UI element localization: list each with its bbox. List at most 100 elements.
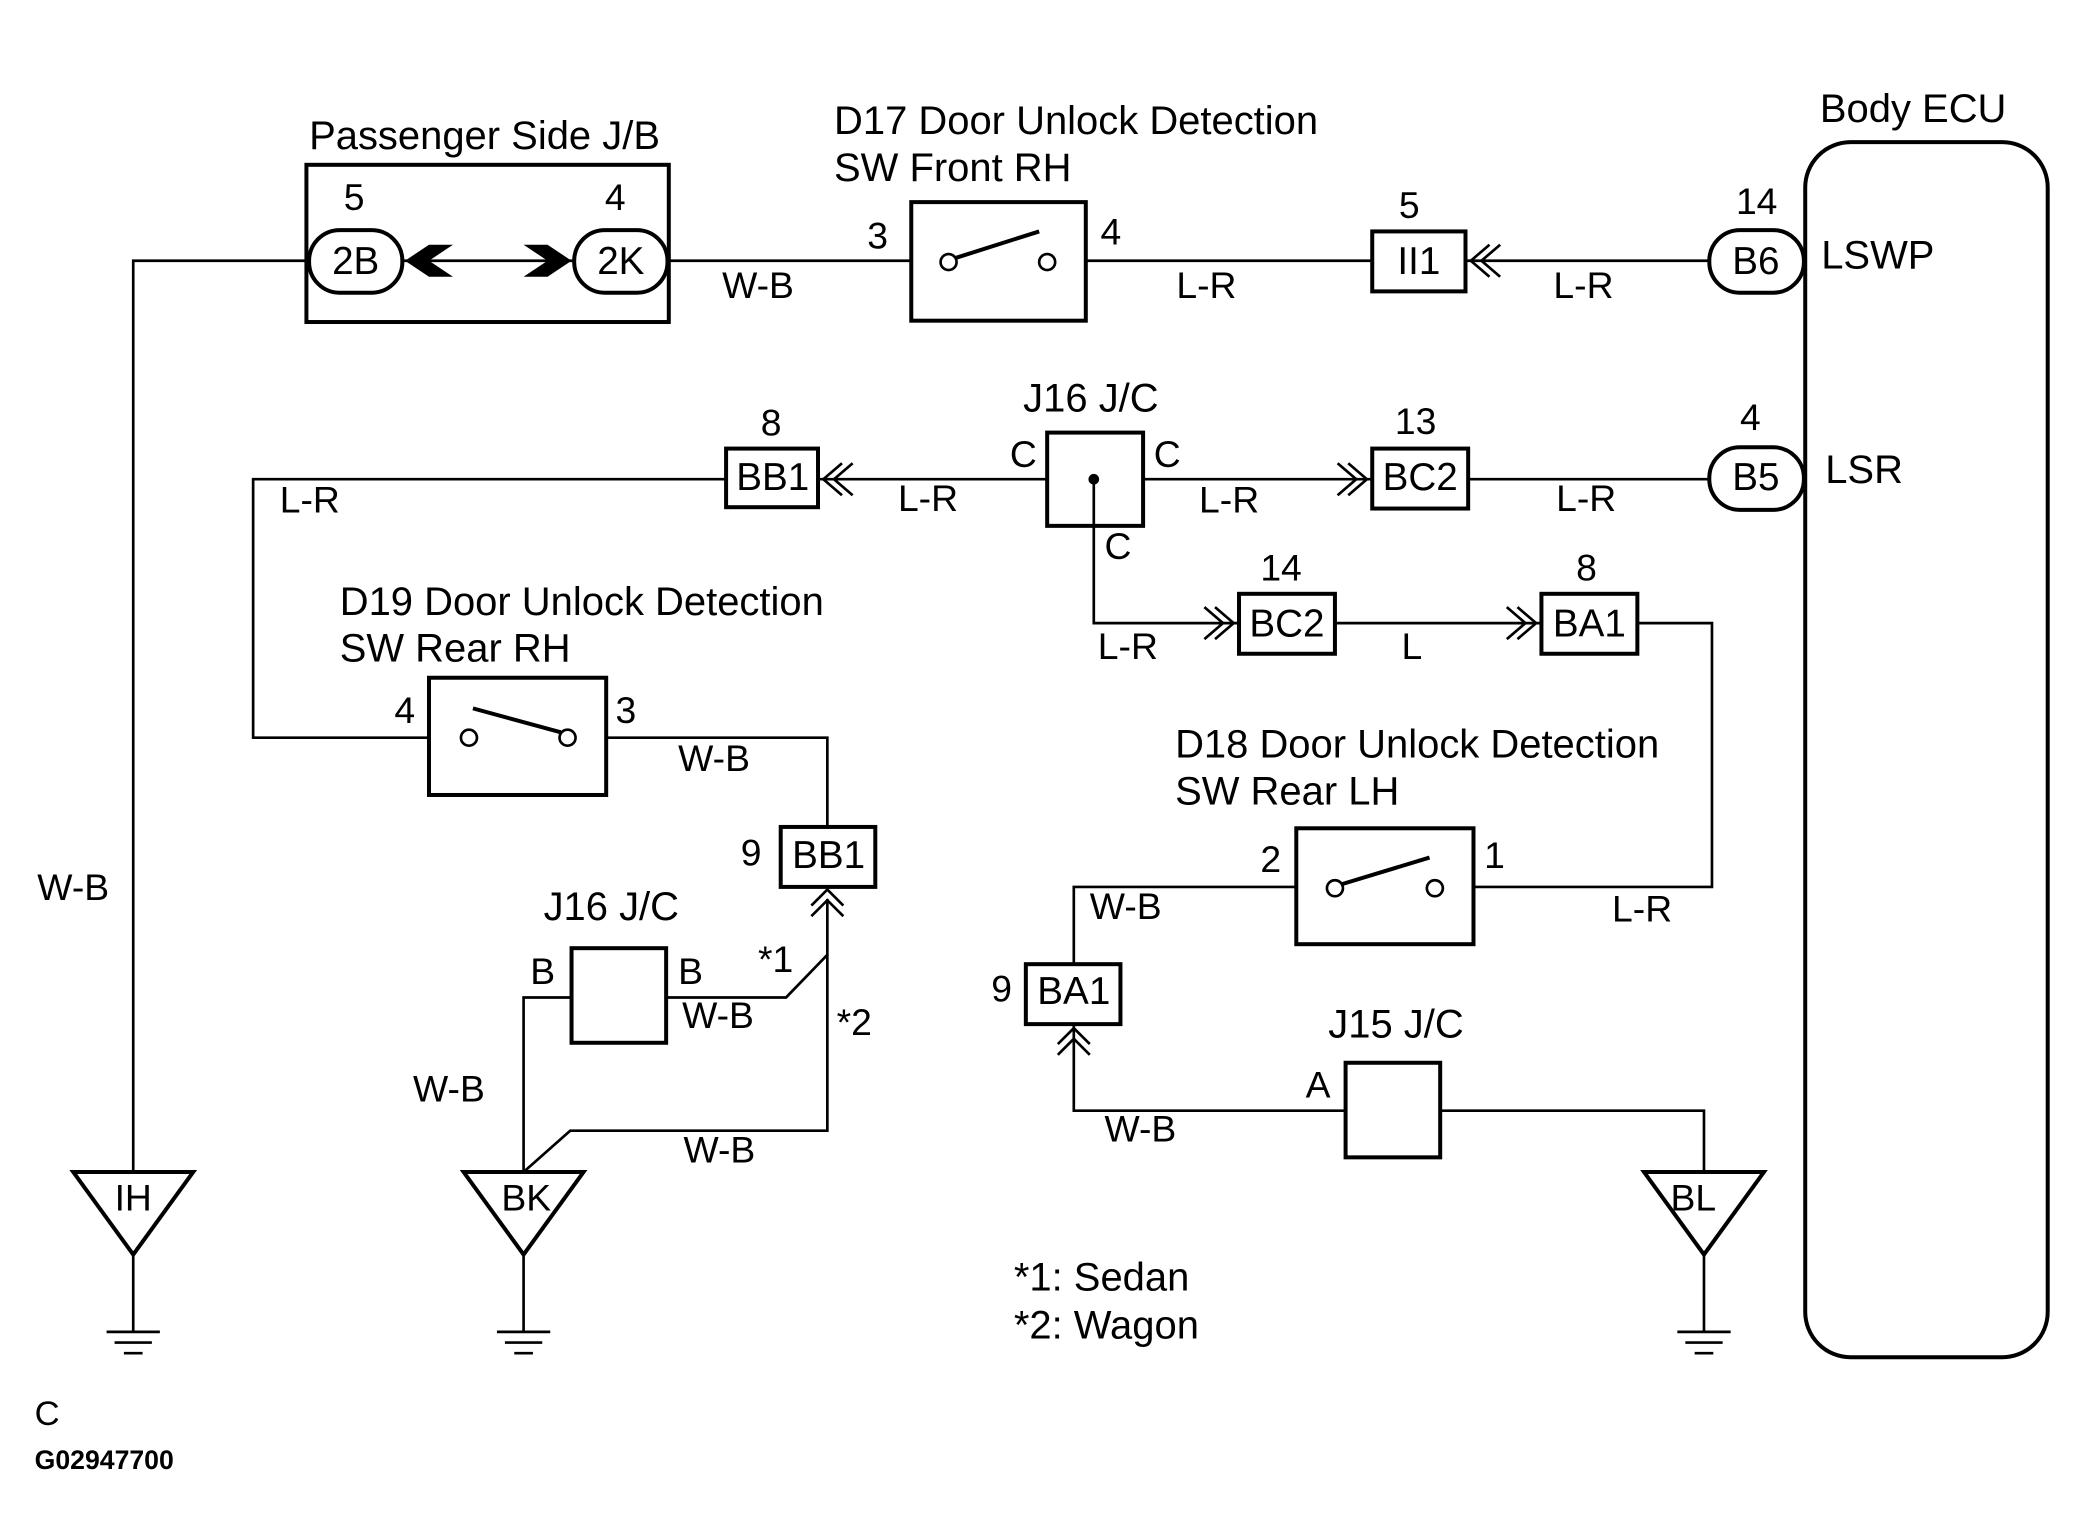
j15-box (1343, 1060, 1443, 1160)
bc2-14-label: BC2 (1249, 602, 1324, 645)
ba1-8-label: BA1 (1553, 602, 1626, 645)
bb1-9-chevron-icon (810, 887, 845, 907)
jb-connector-2b-label: 2B (332, 240, 379, 283)
wire-label: W-B (678, 737, 750, 779)
wire-label: W-B (1090, 885, 1162, 927)
d17-contact-icon (1037, 252, 1057, 272)
wire-d18-ba1 (1072, 885, 1297, 965)
wire-label: W-B (1104, 1107, 1176, 1149)
ecu-terminal-lswp: LSWP (1821, 234, 1934, 278)
footer-code: C (35, 1395, 60, 1433)
ground-ih-triangle-icon (69, 1170, 198, 1259)
bb1-9-chevron-icon (810, 898, 845, 918)
ground-bk-label: BK (501, 1177, 551, 1219)
d19-title-1: D19 Door Unlock Detection (340, 580, 824, 624)
j16-top-c-left: C (1010, 433, 1037, 475)
bb1-8-pin: 8 (761, 401, 782, 443)
ba1-9-box (1023, 962, 1123, 1027)
ecu-connector-b5-label: B5 (1732, 456, 1779, 499)
legend-sedan: *1: Sedan (1014, 1256, 1190, 1300)
d17-switch-lever-icon (954, 229, 1040, 260)
connector-bb1-8: 8 BB1 (724, 401, 854, 510)
ecu-b6-pin: 14 (1736, 180, 1777, 222)
j15-jc: J15 J/C A (1306, 1002, 1464, 1160)
d17-pin-4: 4 (1100, 211, 1121, 253)
ba1-9-chevron-icon (1056, 1036, 1091, 1056)
ba1-9-label: BA1 (1037, 970, 1110, 1013)
bc2-13-chevron-icon (1347, 462, 1369, 497)
d19-switch-lever-icon (472, 706, 562, 735)
wire-d19-bb1 (606, 736, 829, 827)
d17-switch: D17 Door Unlock Detection SW Front RH 3 … (834, 99, 1318, 323)
wire-label: L-R (280, 479, 340, 521)
ecu-b5-pin: 4 (1740, 396, 1761, 438)
figure-id: G02947700 (35, 1445, 174, 1475)
wire-j16b-bk (522, 996, 572, 1173)
j16-bottom-b-left: B (530, 950, 555, 992)
connector-ba1-8: 8 BA1 (1505, 546, 1640, 656)
ecu-connector-b5 (1707, 445, 1806, 512)
bb1-8-box (724, 446, 821, 510)
d19-pin-4: 4 (394, 689, 415, 731)
ground-bk-triangle-icon (459, 1170, 588, 1259)
d18-box (1294, 826, 1476, 947)
bc2-14-chevron-icon (1203, 606, 1226, 641)
bc2-13-box (1370, 446, 1471, 511)
wire-label: L-R (1553, 264, 1613, 306)
j16-jc-top: J16 J/C C C C (1010, 376, 1181, 567)
j15-title: J15 J/C (1328, 1002, 1463, 1046)
connector-ii1: 5 II1 (1370, 184, 1502, 294)
wire-ih-jb (131, 259, 310, 1173)
ground-bl-label: BL (1671, 1177, 1717, 1219)
wire-bb1-wagon (522, 954, 829, 1174)
ground-bk: BK (459, 1170, 588, 1355)
legend-wagon: *2: Wagon (1014, 1304, 1199, 1348)
j16-bottom-box (569, 946, 669, 1045)
ba1-9-chevron-icon (1056, 1026, 1091, 1046)
note-star-2: *2 (837, 1001, 872, 1043)
bc2-14-box (1237, 591, 1337, 656)
j16-bottom-title: J16 J/C (544, 885, 679, 929)
jb-title: Passenger Side J/B (309, 114, 660, 158)
d17-pin-3: 3 (867, 215, 888, 257)
jb-pin-left: 5 (344, 176, 365, 218)
wire-label: W-B (413, 1067, 485, 1109)
jb-connector-2k-label: 2K (597, 240, 644, 283)
bb1-8-chevron-icon (831, 462, 854, 497)
d18-pin-1: 1 (1484, 834, 1505, 876)
bb1-9-label: BB1 (792, 834, 865, 877)
ground-bl-triangle-icon (1640, 1170, 1768, 1259)
j16-bottom-b-right: B (678, 950, 703, 992)
d19-contact-icon (558, 728, 577, 748)
passenger-side-jb: Passenger Side J/B 5 4 2B 2K (304, 114, 671, 325)
ba1-8-chevron-icon (1516, 606, 1539, 641)
ba1-8-chevron-icon (1505, 606, 1528, 641)
ba1-8-pin: 8 (1576, 546, 1597, 588)
bb1-8-label: BB1 (736, 456, 809, 499)
d18-title-1: D18 Door Unlock Detection (1175, 723, 1659, 767)
d18-contact-icon (1425, 878, 1445, 898)
bc2-14-chevron-icon (1214, 606, 1236, 641)
connector-ba1-9: 9 BA1 (991, 962, 1123, 1056)
d19-box (426, 675, 609, 797)
footer: C G02947700 (35, 1395, 174, 1475)
j16-jc-bottom: J16 J/C B B (530, 885, 703, 1045)
ground-bl: BL (1640, 1170, 1768, 1355)
ecu-terminal-lsr: LSR (1825, 448, 1903, 492)
bb1-8-chevron-icon (821, 462, 843, 497)
connector-bc2-14: 14 BC2 (1203, 546, 1337, 656)
d19-pin-3: 3 (616, 689, 637, 731)
bc2-13-label: BC2 (1383, 456, 1458, 499)
j16-top-c-right: C (1154, 433, 1181, 475)
d17-contact-icon (939, 252, 958, 272)
ba1-9-pin: 9 (991, 967, 1012, 1009)
body-ecu: Body ECU 14 B6 LSWP 4 B5 LSR (1707, 87, 2050, 1360)
ii1-box (1370, 229, 1468, 294)
wire-label: L (1402, 625, 1423, 667)
ecu-box (1803, 140, 2050, 1360)
d18-contact-icon (1325, 878, 1345, 898)
wire-label: L-R (898, 477, 958, 519)
wire-color-labels: W-B L-R L-R L-R L-R L-R L-R L-R L W-B W-… (37, 264, 1672, 1171)
wire-label: L-R (1199, 479, 1259, 521)
